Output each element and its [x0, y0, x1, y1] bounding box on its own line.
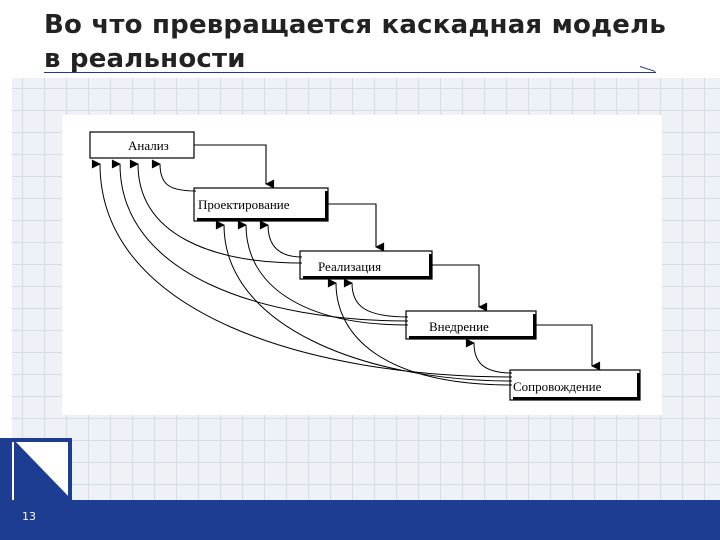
diagram-panel: Анализ Проектирование Реализация Внедрен…: [62, 115, 662, 415]
forward-arrows: [194, 144, 601, 371]
arrow-maintenance-to-analysis: [91, 159, 513, 378]
slide-number: 13: [22, 510, 36, 523]
stage-analysis-label: Анализ: [128, 138, 169, 153]
corner-diagonal: [14, 440, 72, 500]
stage-deployment-label: Внедрение: [429, 319, 489, 334]
arrow-implementation-to-analysis: [129, 159, 303, 264]
title-underline: [44, 72, 656, 73]
stage-analysis: Анализ: [89, 131, 195, 159]
stage-maintenance-label: Сопровождение: [513, 379, 602, 394]
arrow-design-to-implementation: [328, 203, 385, 252]
arrow-maintenance-to-design: [215, 220, 513, 382]
footer-bar: [0, 500, 720, 540]
arrow-deployment-to-maintenance: [536, 324, 601, 371]
stage-implementation: Реализация: [299, 250, 433, 280]
arrow-implementation-to-design: [259, 220, 303, 258]
stage-deployment: Внедрение: [405, 310, 537, 340]
arrow-design-to-analysis: [151, 159, 197, 192]
arrow-implementation-to-deployment: [432, 264, 488, 312]
arrow-analysis-to-design: [194, 144, 275, 189]
arrow-maintenance-to-implementation: [327, 278, 513, 386]
title-area: Во что превращается каскадная модель в р…: [0, 0, 720, 78]
feedback-arrows: [91, 159, 513, 386]
stage-design: Проектирование: [193, 187, 329, 222]
stage-implementation-label: Реализация: [318, 259, 381, 274]
arrow-deployment-to-implementation: [343, 278, 409, 318]
arrow-maintenance-to-deployment: [465, 338, 513, 374]
left-margin: [0, 78, 12, 540]
arrow-deployment-to-design: [237, 220, 409, 326]
slide-title: Во что превращается каскадная модель в р…: [44, 8, 666, 76]
stage-design-label: Проектирование: [198, 197, 290, 212]
title-line-2: в реальности: [44, 44, 246, 74]
left-edge-accent: [0, 438, 12, 500]
stage-maintenance: Сопровождение: [509, 369, 641, 401]
arrow-deployment-to-analysis: [111, 159, 409, 322]
title-line-1: Во что превращается каскадная модель: [44, 10, 667, 40]
waterfall-diagram: Анализ Проектирование Реализация Внедрен…: [89, 131, 641, 401]
